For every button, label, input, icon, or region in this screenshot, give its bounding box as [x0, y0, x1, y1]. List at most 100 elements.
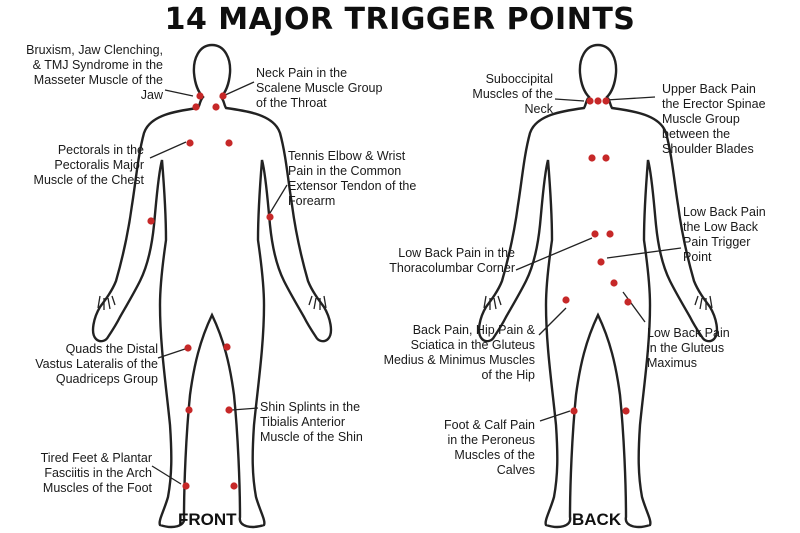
label-line: Pain in the Common: [288, 164, 402, 178]
label-line: Low Back Pain in the: [398, 246, 515, 260]
trigger-point: [186, 139, 194, 147]
label-line: Point: [683, 250, 712, 264]
trigger-point: [562, 296, 570, 304]
label-line: Muscles of the Foot: [42, 481, 152, 495]
label-neck-pain: Neck Pain in the Scalene Muscle Group of…: [256, 66, 382, 111]
label-line: Pectoralis Major: [54, 158, 144, 172]
trigger-point: [606, 230, 614, 238]
trigger-point: [266, 213, 274, 221]
front-view-label: FRONT: [178, 510, 237, 529]
trigger-point: [610, 279, 618, 287]
label-line: Muscle of the Shin: [260, 430, 363, 444]
label-line: Tired Feet & Plantar: [40, 451, 152, 465]
leader-hip: [538, 307, 567, 336]
label-line: Forearm: [288, 194, 336, 208]
label-line: Neck: [524, 102, 553, 116]
leader-shin: [231, 407, 259, 411]
label-line: Jaw: [140, 88, 163, 102]
leader-pectorals: [149, 141, 187, 159]
trigger-point: [184, 344, 192, 352]
trigger-point: [602, 154, 610, 162]
label-line: Vastus Lateralis of the: [35, 357, 158, 371]
leader-lines: [149, 81, 682, 485]
leader-low-back-trigger: [606, 247, 682, 259]
label-line: Shin Splints in the: [260, 400, 361, 414]
trigger-point: [602, 97, 610, 105]
trigger-point: [182, 482, 190, 490]
leader-suboccipital: [554, 98, 585, 102]
label-line: Masseter Muscle of the: [33, 73, 163, 87]
trigger-point: [622, 407, 630, 415]
trigger-point: [230, 482, 238, 490]
label-line: Suboccipital: [485, 72, 553, 86]
trigger-point: [588, 154, 596, 162]
label-line: Muscle of the Chest: [33, 173, 144, 187]
label-line: Muscle Group: [662, 112, 740, 126]
trigger-point: [225, 139, 233, 147]
label-shin: Shin Splints in the Tibialis Anterior Mu…: [260, 400, 363, 445]
label-line: Pectorals in the: [57, 143, 144, 157]
label-gluteus-max: Low Back Pain in the Gluteus Maximus: [647, 326, 730, 371]
leader-tennis-elbow: [269, 184, 288, 214]
trigger-point: [624, 298, 632, 306]
label-tennis-elbow: Tennis Elbow & Wrist Pain in the Common …: [288, 149, 416, 209]
trigger-point: [212, 103, 220, 111]
label-line: Quadriceps Group: [55, 372, 158, 386]
label-line: Sciatica in the Gluteus: [410, 338, 535, 352]
label-line: Calves: [496, 463, 535, 477]
leader-neck-pain: [222, 81, 255, 97]
label-line: Upper Back Pain: [662, 82, 756, 96]
label-line: Neck Pain in the: [256, 66, 348, 80]
leader-quads: [157, 348, 186, 359]
label-feet: Tired Feet & Plantar Fasciitis in the Ar…: [41, 451, 152, 496]
label-line: of the Throat: [256, 96, 327, 110]
label-upper-back: Upper Back Pain the Erector Spinae Muscl…: [662, 82, 766, 157]
label-line: in the Gluteus: [647, 341, 725, 355]
leader-bruxism: [164, 89, 194, 97]
leader-feet: [151, 465, 182, 485]
label-line: Back Pain, Hip Pain &: [412, 323, 535, 337]
label-calf: Foot & Calf Pain in the Peroneus Muscles…: [444, 418, 535, 478]
label-line: Low Back Pain: [647, 326, 730, 340]
label-hip: Back Pain, Hip Pain & Sciatica in the Gl…: [384, 323, 535, 383]
trigger-point: [591, 230, 599, 238]
label-line: & TMJ Syndrome in the: [32, 58, 163, 72]
trigger-point: [219, 92, 227, 100]
leader-upper-back: [605, 96, 656, 101]
label-line: Extensor Tendon of the: [288, 179, 417, 193]
label-line: Pain Trigger: [683, 235, 751, 249]
label-quads: Quads the Distal Vastus Lateralis of the…: [35, 342, 158, 387]
trigger-point: [196, 92, 204, 100]
trigger-point: [597, 258, 605, 266]
label-line: of the Hip: [481, 368, 535, 382]
trigger-point: [570, 407, 578, 415]
label-line: Quads the Distal: [65, 342, 158, 356]
trigger-point: [147, 217, 155, 225]
trigger-points: [147, 92, 632, 490]
label-line: Muscles of the: [472, 87, 553, 101]
label-line: Shoulder Blades: [662, 142, 754, 156]
trigger-point: [594, 97, 602, 105]
label-line: between the: [662, 127, 731, 141]
leader-gluteus-max: [622, 291, 646, 323]
label-line: Foot & Calf Pain: [443, 418, 535, 432]
trigger-point: [185, 406, 193, 414]
label-line: Scalene Muscle Group: [256, 81, 383, 95]
label-line: Maximus: [647, 356, 698, 370]
label-line: the Erector Spinae: [662, 97, 766, 111]
label-line: Bruxism, Jaw Clenching,: [26, 43, 163, 57]
leader-calf: [539, 410, 571, 422]
trigger-point: [223, 343, 231, 351]
trigger-point: [225, 406, 233, 414]
trigger-point: [586, 97, 594, 105]
label-line: Low Back Pain: [683, 205, 766, 219]
label-line: Fasciitis in the Arch: [44, 466, 152, 480]
back-view-label: BACK: [572, 510, 622, 529]
label-line: Muscles of the: [454, 448, 535, 462]
label-low-back-trigger: Low Back Pain the Low Back Pain Trigger …: [683, 205, 766, 265]
label-thoracolumbar: Low Back Pain in the Thoracolumbar Corne…: [389, 246, 515, 276]
label-line: Thoracolumbar Corner: [389, 261, 515, 275]
leader-thoracolumbar: [515, 237, 593, 271]
